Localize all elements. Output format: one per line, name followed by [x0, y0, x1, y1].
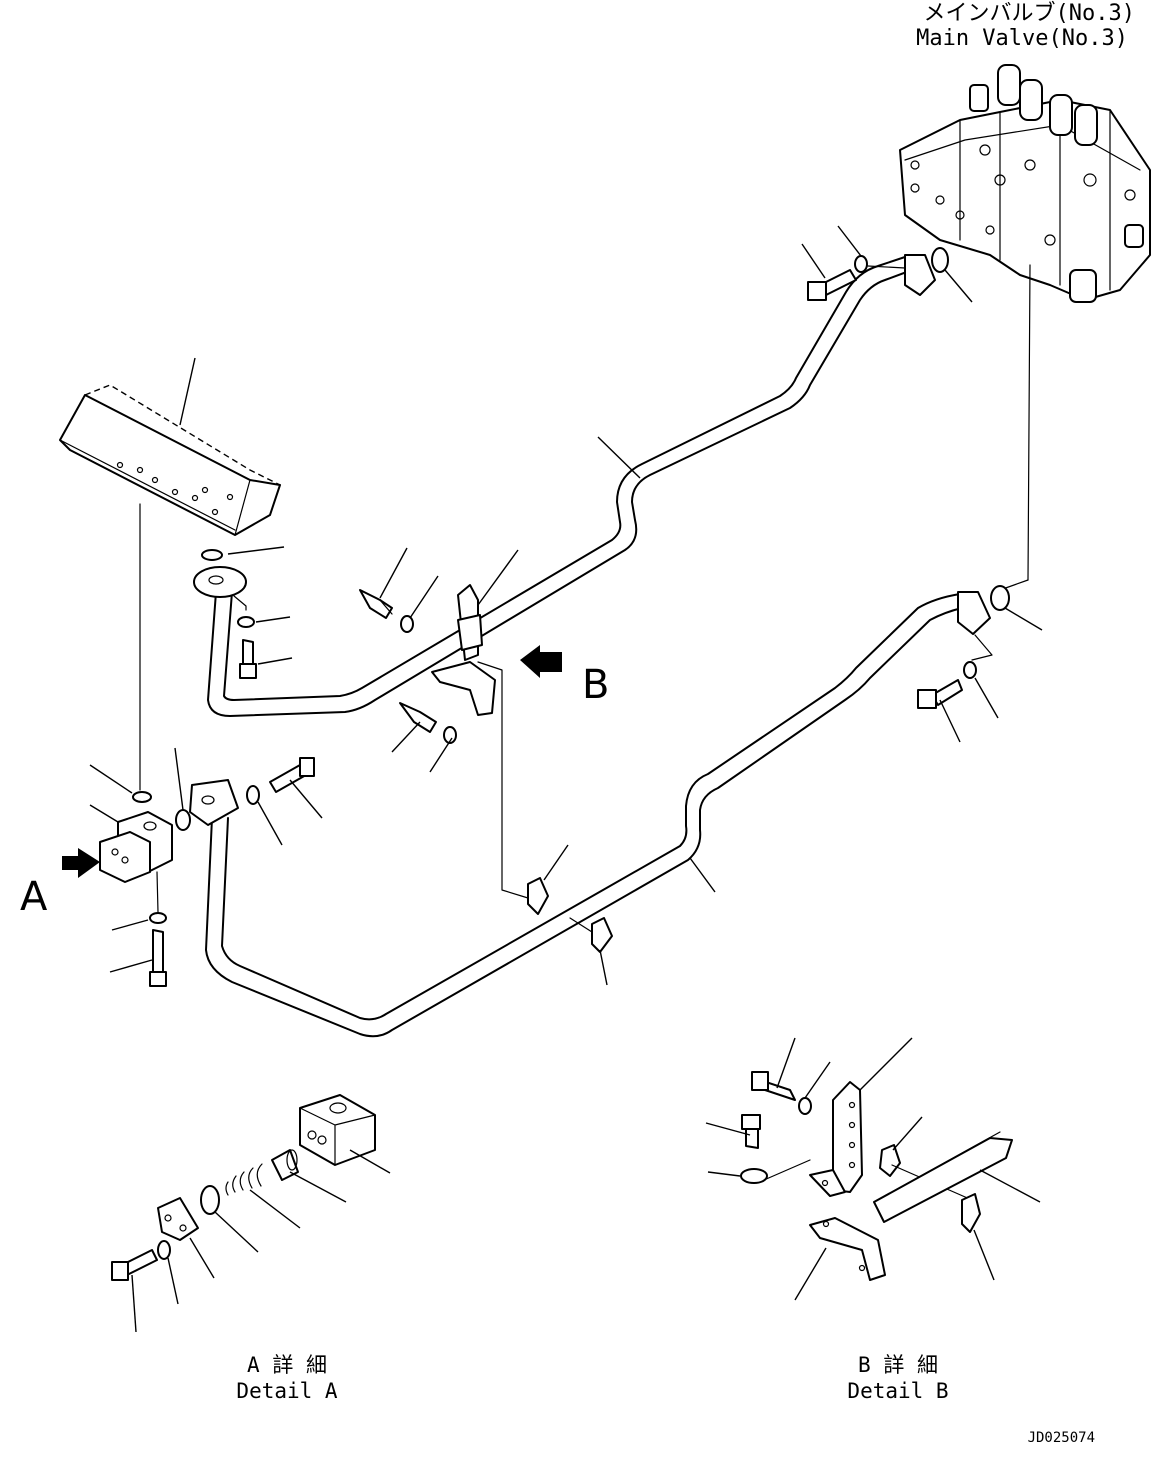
detail-b-label-jp: B 詳 細 — [858, 1353, 938, 1377]
lower-tube — [189, 591, 991, 1038]
arrow-b — [520, 645, 562, 678]
lower-tube-fittings — [246, 757, 323, 846]
upper-left-fittings — [89, 503, 293, 803]
main-valve — [899, 64, 1151, 303]
arrow-a — [62, 848, 100, 878]
detail-a-label-en: Detail A — [236, 1379, 338, 1403]
detail-b-exploded — [705, 1037, 1041, 1301]
clamp-bracket — [359, 547, 613, 986]
valve-block-a — [89, 747, 191, 987]
block-component — [59, 357, 281, 536]
view-label-b: B — [582, 662, 609, 708]
valve-connection-fittings — [801, 225, 1043, 743]
main-valve-label-jp: メインバルブ(No.3) — [924, 1, 1135, 26]
drawing-code: JD025074 — [1028, 1430, 1095, 1446]
detail-a-label-jp: A 詳 細 — [247, 1353, 327, 1377]
detail-a-exploded — [111, 1094, 391, 1333]
detail-b-label-en: Detail B — [847, 1379, 948, 1403]
view-label-a: A — [20, 874, 48, 920]
main-valve-label-en: Main Valve(No.3) — [916, 26, 1128, 51]
upper-tube — [193, 254, 936, 717]
